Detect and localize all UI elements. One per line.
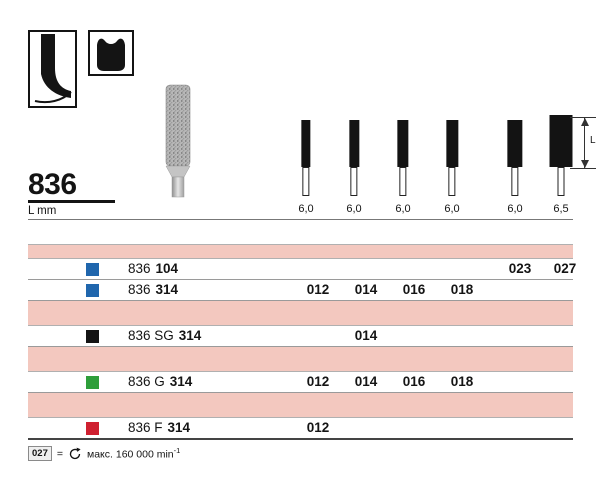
dimension-tick-top — [570, 117, 596, 118]
equals-sign: = — [56, 447, 63, 460]
bur-figure-length: 6,0 — [395, 203, 411, 215]
size-cell: 023 — [508, 261, 532, 276]
grit-swatch — [86, 284, 99, 297]
head-shape-icon-box — [88, 30, 134, 76]
size-cell: 027 — [553, 261, 577, 276]
size-cell: 012 — [306, 374, 330, 389]
bur-figure-length: 6,0 — [444, 203, 460, 215]
bur-figure-head — [348, 120, 359, 167]
speed-code: 027 — [28, 446, 52, 461]
product-row: 836 F 314 012 — [28, 418, 573, 440]
bur-figure: 6,0 — [298, 115, 314, 215]
bur-figure-head — [549, 115, 573, 167]
arrowhead-down-icon — [581, 160, 589, 168]
bur-figure: 6,0 — [346, 115, 362, 215]
table-band — [28, 244, 573, 259]
head-shape-icon — [97, 38, 125, 71]
bur-figure: 6,0 — [395, 115, 411, 215]
product-label: 836 SG 314 — [128, 326, 201, 346]
product-label: 836 104 — [128, 259, 178, 279]
product-row: 836 314 012 014 016 018 — [28, 280, 573, 301]
product-label-plain: 836 — [128, 282, 151, 297]
size-cell: 012 — [306, 420, 330, 435]
dimension-arrow: L — [570, 117, 601, 169]
product-label-plain: 836 G — [128, 374, 165, 389]
product-label: 836 F 314 — [128, 418, 190, 438]
product-label-plain: 836 F — [128, 420, 163, 435]
product-number-underline — [28, 200, 115, 203]
product-label-code: 314 — [167, 420, 191, 435]
bur-figure-head — [301, 120, 311, 167]
bur-figure-length: 6,0 — [507, 203, 523, 215]
size-cell: 014 — [354, 328, 378, 343]
bur-figure: 6,0 — [444, 115, 460, 215]
bur-figure-shank — [448, 167, 456, 196]
table-band — [28, 301, 573, 326]
bur-figure-shank — [511, 167, 519, 196]
bur-photo — [157, 84, 199, 203]
speed-exponent: -1 — [173, 446, 181, 456]
size-cell: 014 — [354, 374, 378, 389]
bur-figure-shank — [557, 167, 565, 196]
size-cell: 014 — [354, 282, 378, 297]
product-label: 836 314 — [128, 280, 178, 300]
bur-figure-head — [445, 120, 458, 167]
separator-rule — [28, 219, 573, 220]
bur-figure: 6,0 — [507, 115, 523, 215]
grit-swatch — [86, 376, 99, 389]
arrowhead-up-icon — [581, 118, 589, 126]
product-number: 836 — [28, 168, 77, 201]
size-cell: 018 — [450, 282, 474, 297]
bur-figure-length: 6,5 — [553, 203, 569, 215]
footnote: 027 = макс. 160 000 min-1 — [28, 446, 180, 461]
product-label-code: 314 — [169, 374, 193, 389]
grit-swatch — [86, 422, 99, 435]
grit-swatch — [86, 330, 99, 343]
product-label-code: 314 — [155, 282, 179, 297]
length-unit-label: L mm — [28, 205, 57, 217]
size-cell: 016 — [402, 374, 426, 389]
application-icon-box — [28, 30, 77, 108]
bur-figure-shank — [350, 167, 358, 196]
table-band — [28, 347, 573, 372]
dimension-line — [584, 118, 585, 168]
product-label-plain: 836 — [128, 261, 151, 276]
product-label-code: 314 — [178, 328, 202, 343]
grit-swatch — [86, 263, 99, 276]
application-icon — [34, 34, 72, 104]
size-cell: 012 — [306, 282, 330, 297]
dimension-tick-bottom — [570, 168, 596, 169]
bur-figure-length: 6,0 — [346, 203, 362, 215]
bur-figure-length: 6,0 — [298, 203, 314, 215]
product-label-plain: 836 SG — [128, 328, 174, 343]
dimension-label: L — [590, 135, 596, 146]
size-cell: 016 — [402, 282, 426, 297]
speed-text: макс. 160 000 min-1 — [87, 446, 181, 461]
size-cell: 018 — [450, 374, 474, 389]
rotation-speed-icon — [69, 447, 81, 459]
table-band — [28, 393, 573, 418]
bur-figure-shank — [399, 167, 407, 196]
bur-figure-shank — [302, 167, 310, 196]
bur-figure: 6,5 — [549, 115, 573, 215]
product-label: 836 G 314 — [128, 372, 192, 392]
product-row: 836 G 314 012 014 016 018 — [28, 372, 573, 393]
product-row: 836 SG 314 014 — [28, 326, 573, 347]
bur-figure-head — [397, 120, 409, 167]
bur-figure-head — [507, 120, 523, 167]
product-row: 836 104 023 027 — [28, 259, 576, 280]
product-label-code: 104 — [155, 261, 179, 276]
